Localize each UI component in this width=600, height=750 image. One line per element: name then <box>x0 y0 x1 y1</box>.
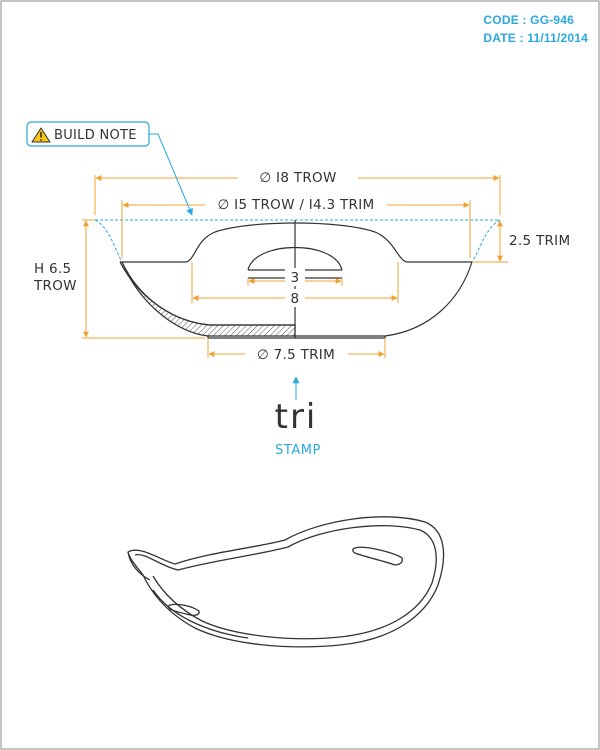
rim-diameter-bg <box>205 195 387 213</box>
inner-well-label: 8 <box>291 291 300 307</box>
inner-hole-label: 3 <box>291 270 300 286</box>
build-note-callout: BUILD NOTE <box>26 121 193 216</box>
outer-diameter-label: ∅ I8 TROW <box>259 170 336 186</box>
drawing-code: CODE : GG-946 <box>483 13 575 27</box>
title-block: CODE : GG-946 DATE : 11/11/2014 <box>483 11 588 47</box>
inner-hole-bg <box>285 268 305 286</box>
drawing-date: DATE : 11/11/2014 <box>483 31 588 45</box>
rim-diameter-label: ∅ I5 TROW / I4.3 TRIM <box>218 197 375 213</box>
outer-diameter-bg <box>238 168 358 186</box>
stamp-mark: tri <box>275 397 318 437</box>
stamp-label: STAMP <box>275 443 321 458</box>
warning-icon <box>31 127 51 143</box>
stamp-callout: tri STAMP <box>275 376 321 458</box>
base-diameter-bg <box>245 345 348 363</box>
base-diameter-label: ∅ 7.5 TRIM <box>257 347 335 363</box>
rim-height-label: 2.5 TRIM <box>509 233 570 249</box>
build-note-label: BUILD NOTE <box>54 128 137 143</box>
bowl-perspective-view <box>127 516 445 648</box>
height-label-line2: TROW <box>33 278 77 294</box>
height-label-line1: H 6.5 <box>34 261 71 277</box>
inner-well-bg <box>285 289 305 307</box>
